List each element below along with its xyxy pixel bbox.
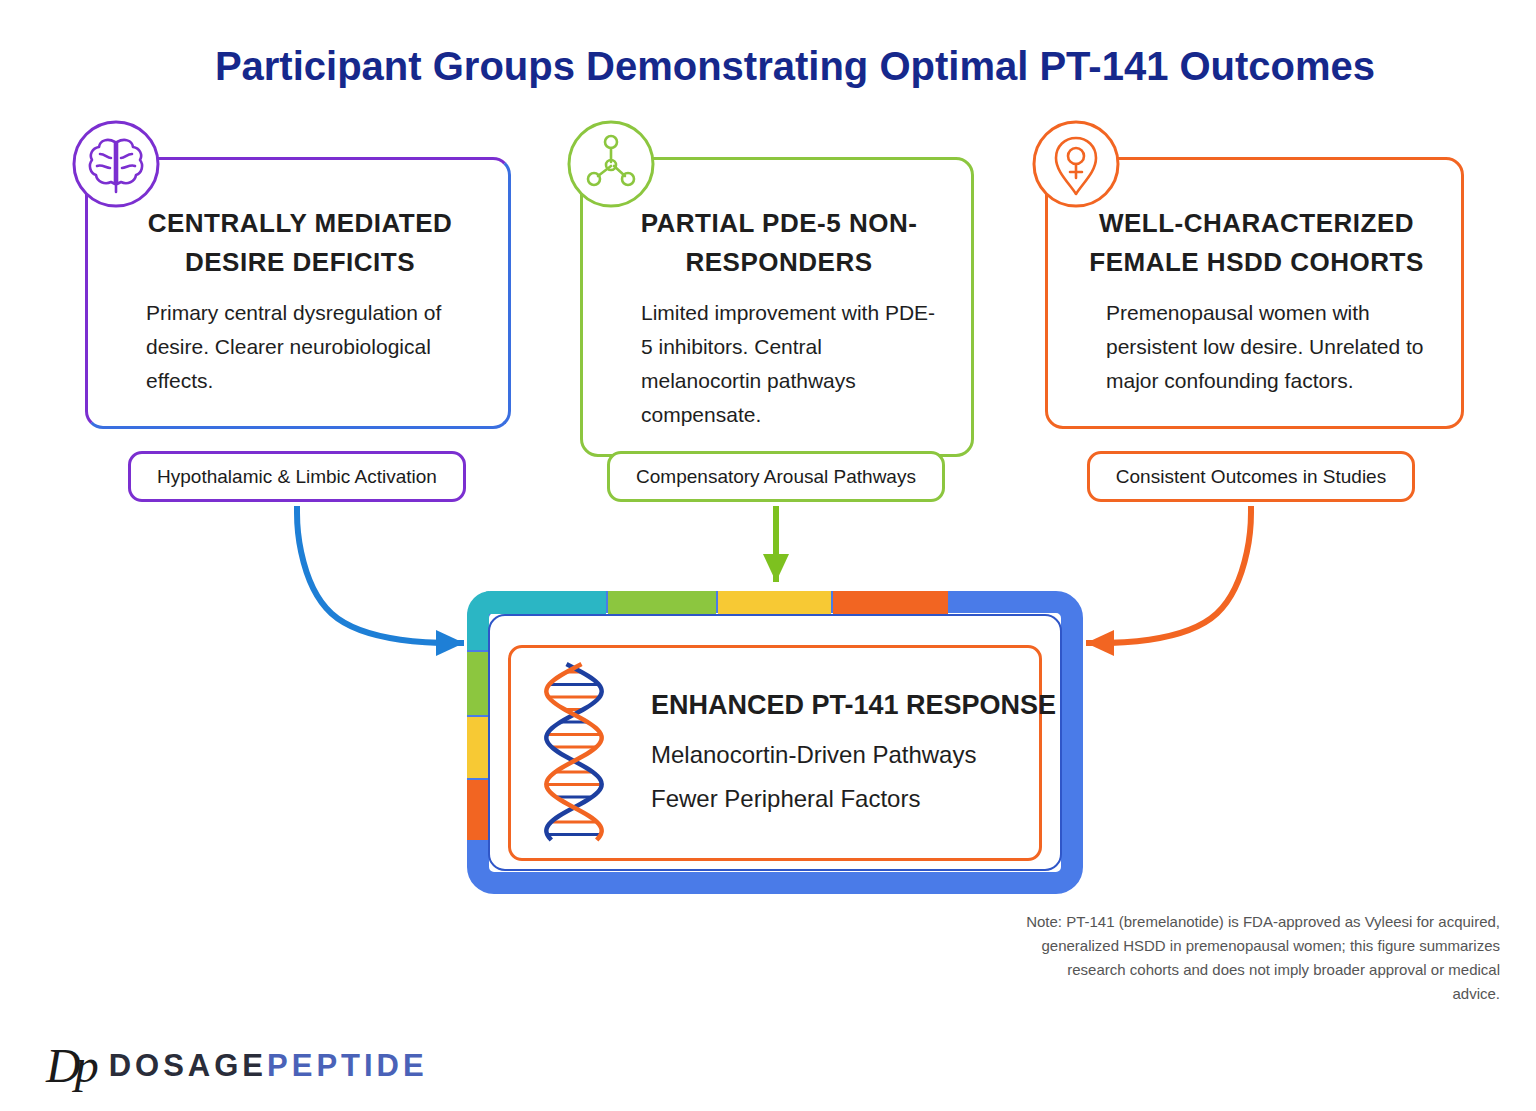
group-card: CENTRALLY MEDIATED DESIRE DEFICITS Primar… — [85, 157, 511, 429]
result-text: ENHANCED PT-141 RESPONSE Melanocortin-Dri… — [651, 685, 1056, 821]
logo-mark: Dp — [46, 1038, 93, 1093]
card-body: Premenopausal women with persistent low … — [1106, 296, 1427, 398]
molecule-icon — [565, 118, 657, 210]
result-frame: ENHANCED PT-141 RESPONSE Melanocortin-Dri… — [466, 590, 1084, 895]
result-box: ENHANCED PT-141 RESPONSEMelanocortin-Dri… — [508, 645, 1042, 861]
flow-arrow — [773, 506, 779, 582]
mechanism-pill: Consistent Outcomes in Studies — [1087, 451, 1415, 502]
logo-word: PEPTIDE — [267, 1048, 428, 1084]
pill-label: Consistent Outcomes in Studies — [1116, 465, 1386, 488]
result-line: Fewer Peripheral Factors — [651, 777, 1056, 821]
card-heading: CENTRALLY MEDIATED DESIRE DEFICITS — [126, 204, 474, 282]
card-heading: PARTIAL PDE-5 NON-RESPONDERS — [621, 204, 937, 282]
result-line: Melanocortin-Driven Pathways — [651, 733, 1056, 777]
dna-icon — [539, 660, 609, 846]
result-heading: ENHANCED PT-141 RESPONSE — [651, 685, 1056, 725]
group-card: PARTIAL PDE-5 NON-RESPONDERS Limited impr… — [580, 157, 974, 457]
mechanism-pill: Compensatory Arousal Pathways — [607, 451, 945, 502]
card-body: Limited improvement with PDE-5 inhibitor… — [641, 296, 937, 432]
logo-word: DOSAGE — [109, 1048, 267, 1084]
brain-icon — [70, 118, 162, 210]
group-card: WELL-CHARACTERIZED FEMALE HSDD COHORTS Pr… — [1045, 157, 1464, 429]
pill-label: Compensatory Arousal Pathways — [636, 465, 916, 488]
female-icon — [1030, 118, 1122, 210]
flow-arrow — [1086, 506, 1251, 643]
pill-label: Hypothalamic & Limbic Activation — [157, 465, 437, 488]
brand-logo: Dp DOSAGEPEPTIDE — [46, 1038, 428, 1093]
mechanism-pill: Hypothalamic & Limbic Activation — [128, 451, 466, 502]
card-body: Primary central dysregulation of desire.… — [146, 296, 474, 398]
card-heading: WELL-CHARACTERIZED FEMALE HSDD COHORTS — [1086, 204, 1427, 282]
diagram-title: Participant Groups Demonstrating Optimal… — [0, 44, 1536, 89]
flow-arrow — [297, 506, 464, 643]
footnote: Note: PT-141 (bremelanotide) is FDA-appr… — [1020, 910, 1500, 1006]
